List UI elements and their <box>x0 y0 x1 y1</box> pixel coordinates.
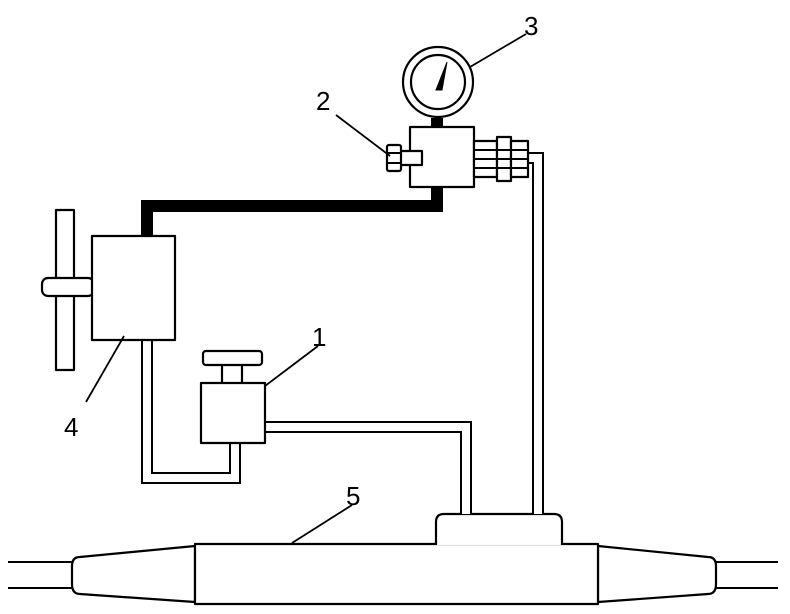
leader-2 <box>335 114 391 157</box>
pressure-hose <box>141 118 443 237</box>
cylinder-assembly <box>8 512 778 606</box>
left-end-cap <box>70 544 197 604</box>
bolt-head[interactable] <box>385 143 403 173</box>
tube-pump-to-valve-bore <box>143 339 239 482</box>
pump-shaft <box>40 276 96 298</box>
valve-knob-stem <box>220 362 244 386</box>
valve-knob[interactable] <box>201 349 264 367</box>
gauge-face <box>409 53 467 111</box>
bleed-bolt <box>385 143 424 173</box>
gauge-manifold <box>408 125 530 189</box>
tube-valve-to-cylinder-bore <box>264 423 470 514</box>
cylinder-body <box>193 542 600 606</box>
callout-2: 2 <box>316 86 330 116</box>
right-end-cap <box>596 544 718 604</box>
callout-5: 5 <box>346 481 360 511</box>
callout-1: 1 <box>312 322 326 352</box>
tube-manifold-to-cylinder-bore <box>528 154 542 514</box>
gauge-needle-icon <box>435 61 448 91</box>
pump-body <box>90 234 177 342</box>
port-housing <box>434 512 564 545</box>
leader-1 <box>264 345 319 387</box>
valve-body <box>199 381 267 445</box>
pressure-gauge <box>401 45 475 119</box>
leader-5 <box>291 504 353 544</box>
valve <box>199 349 267 445</box>
leader-4 <box>85 335 125 403</box>
callout-4: 4 <box>64 412 78 442</box>
hand-pump <box>40 208 177 372</box>
tube-valve-to-cylinder <box>264 421 472 514</box>
callout-3: 3 <box>524 11 538 41</box>
leader-3 <box>469 33 527 68</box>
